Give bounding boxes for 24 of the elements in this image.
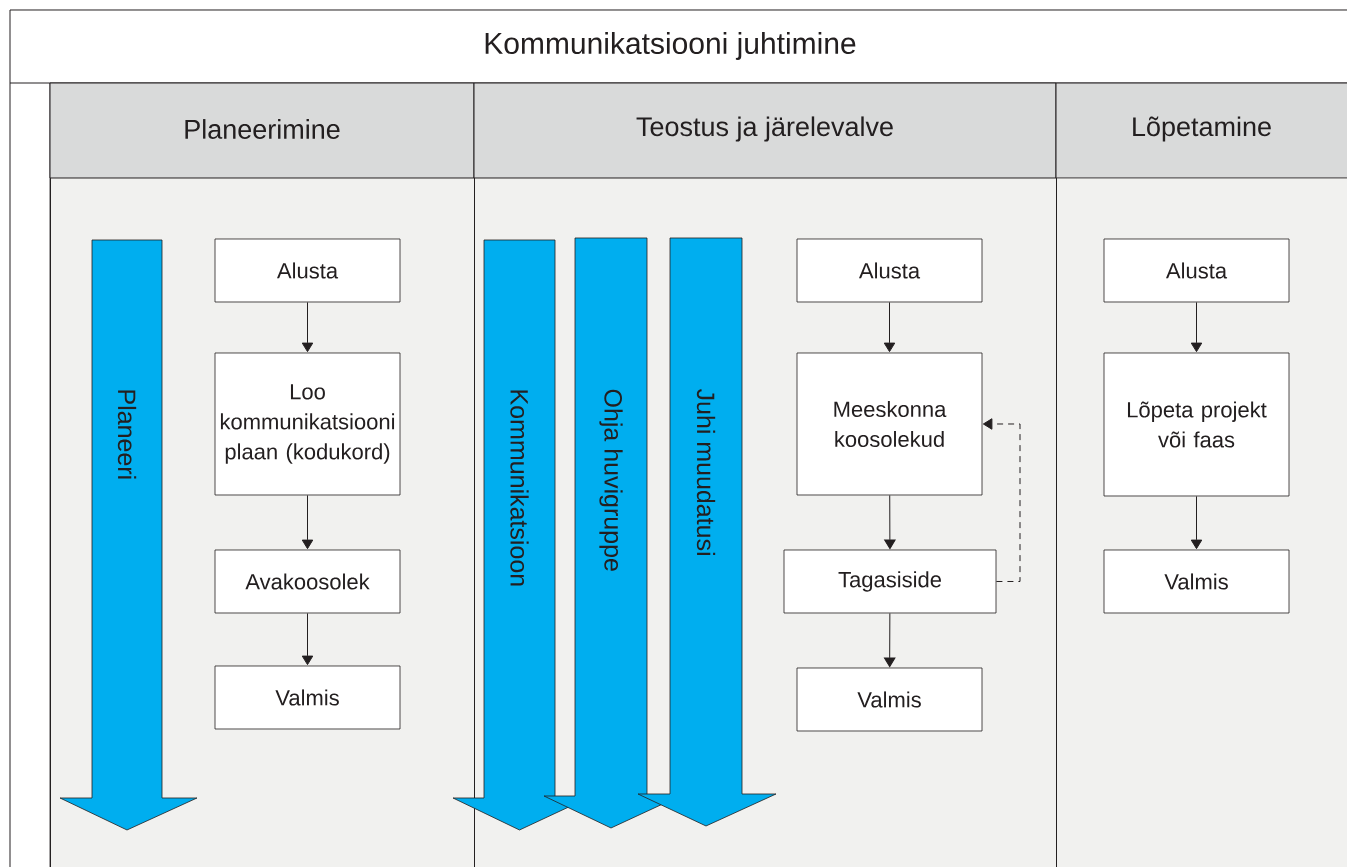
arrow xyxy=(301,612,314,666)
process-box: Loo kommunikatsiooni plaan (kodukord) xyxy=(214,352,401,496)
process-box: Lõpeta projekt või faas xyxy=(1103,352,1290,497)
process-box: Valmis xyxy=(214,665,401,730)
phase-band: Juhi muudatusi xyxy=(637,237,777,827)
arrow xyxy=(884,494,896,550)
phase-band: Planeeri xyxy=(59,239,198,831)
arrow xyxy=(982,418,1021,582)
arrow xyxy=(301,494,314,550)
process-box: Avakoosolek xyxy=(214,549,401,614)
phase-band: Kommunikatsioon xyxy=(452,239,589,831)
process-box: Valmis xyxy=(1103,549,1290,614)
process-box: Tagasiside xyxy=(783,549,997,614)
arrow xyxy=(1190,495,1203,550)
arrow xyxy=(1190,301,1203,353)
arrow xyxy=(301,301,314,353)
process-box: Valmis xyxy=(796,667,983,732)
phase-band: Ohja huvigruppe xyxy=(543,237,681,829)
process-box: Alusta xyxy=(796,238,983,303)
process-box: Alusta xyxy=(214,238,401,303)
process-box: Alusta xyxy=(1103,238,1290,303)
arrow xyxy=(883,301,896,353)
process-box: Meeskonna koosolekud xyxy=(796,352,983,496)
arrow xyxy=(883,612,896,668)
